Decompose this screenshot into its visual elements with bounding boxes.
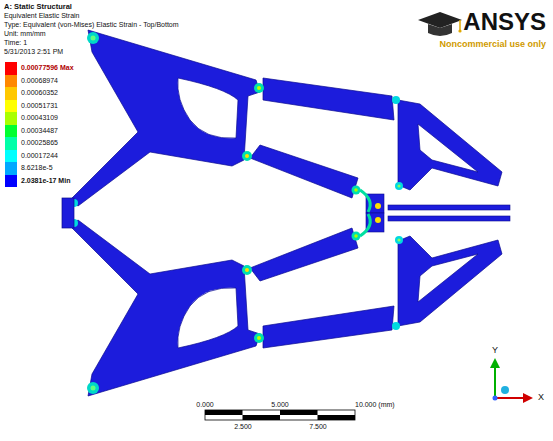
result-date: 5/31/2013 2:51 PM [4,48,63,56]
legend-swatch [5,100,17,113]
legend-value: 0.00025865 [21,139,58,147]
legend-value: 2.0381e-17 Min [21,177,70,185]
scale-value: 5.000 [271,401,289,409]
legend-swatch [5,162,17,175]
analysis-title: A: Static Structural [4,3,72,11]
scale-value: 7.500 [309,423,327,431]
result-time: Time: 1 [4,39,27,47]
legend-swatch [5,112,17,125]
legend-swatch [5,62,17,75]
license-note: Noncommercial use only [439,40,546,50]
legend-value: 0.00043109 [21,114,58,122]
legend-value: 8.6218e-5 [21,164,53,172]
legend-value: 0.00051731 [21,102,58,110]
legend-swatch [5,75,17,88]
result-type: Type: Equivalent (von-Mises) Elastic Str… [4,21,179,29]
legend-swatch [5,125,17,138]
axis-label: Y [492,346,498,356]
result-unit: Unit: mm/mm [4,30,46,38]
legend-value: 0.00034487 [21,127,58,135]
result-name: Equivalent Elastic Strain [4,12,79,20]
legend-value: 0.00077596 Max [21,64,74,72]
scale-value: 10.000 (mm) [355,401,395,409]
legend-swatch [5,137,17,150]
legend-value: 0.00060352 [21,89,58,97]
legend-value: 0.00017244 [21,152,58,160]
logo-text: ANSYS [463,9,546,35]
legend-swatch [5,87,17,100]
legend-swatch [5,150,17,163]
legend-swatch [5,175,17,188]
legend-value: 0.00068974 [21,77,58,85]
axis-label: X [538,393,544,403]
scale-value: 2.500 [234,423,252,431]
scale-value: 0.000 [196,401,214,409]
